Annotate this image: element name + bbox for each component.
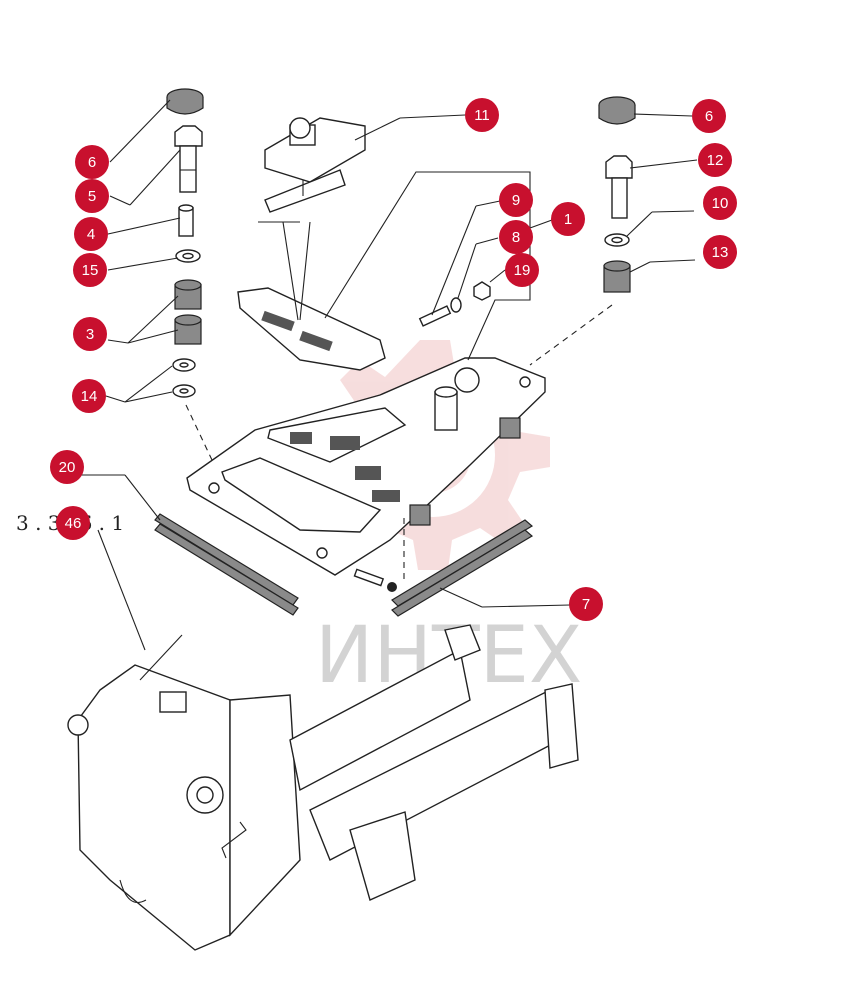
callout-label: 15 <box>82 262 99 279</box>
callout-label: 46 <box>65 515 82 532</box>
callout-15[interactable]: 15 <box>73 253 107 287</box>
callout-label: 10 <box>712 195 729 212</box>
callout-6a[interactable]: 6 <box>75 145 109 179</box>
leader-lines <box>74 99 698 651</box>
callout-label: 20 <box>59 459 76 476</box>
foot-plate <box>237 221 386 371</box>
callout-5[interactable]: 5 <box>75 179 109 213</box>
rail-right <box>353 519 534 617</box>
callout-12[interactable]: 12 <box>698 143 732 177</box>
callout-label: 8 <box>512 229 520 246</box>
callout-13[interactable]: 13 <box>703 235 737 269</box>
callout-8[interactable]: 8 <box>499 220 533 254</box>
tractor-frame <box>67 624 579 951</box>
callout-3[interactable]: 3 <box>73 317 107 351</box>
callout-1[interactable]: 1 <box>551 202 585 236</box>
callout-9[interactable]: 9 <box>499 183 533 217</box>
callout-label: 9 <box>512 192 520 209</box>
callout-label: 19 <box>514 262 531 279</box>
callout-label: 12 <box>707 152 724 169</box>
left-hardware-stack <box>166 88 213 461</box>
bolt-nut-set <box>418 281 491 327</box>
callout-label: 4 <box>87 226 95 243</box>
callout-19[interactable]: 19 <box>505 253 539 287</box>
rail-left <box>154 513 299 616</box>
callout-label: 5 <box>88 188 96 205</box>
callout-label: 14 <box>81 388 98 405</box>
callout-20[interactable]: 20 <box>50 450 84 484</box>
callout-7[interactable]: 7 <box>569 587 603 621</box>
callout-label: 6 <box>705 108 713 125</box>
callout-14[interactable]: 14 <box>72 379 106 413</box>
callout-46[interactable]: 46 <box>56 506 90 540</box>
callout-label: 6 <box>88 154 96 171</box>
callout-10[interactable]: 10 <box>703 186 737 220</box>
callout-label: 13 <box>712 244 729 261</box>
platform-plate <box>186 357 546 580</box>
clamp-assembly <box>264 117 366 213</box>
callout-11[interactable]: 11 <box>465 98 499 132</box>
callout-4[interactable]: 4 <box>74 217 108 251</box>
callout-label: 7 <box>582 596 590 613</box>
callout-label: 11 <box>474 107 490 124</box>
callout-label: 3 <box>86 326 94 343</box>
callout-6b[interactable]: 6 <box>692 99 726 133</box>
right-hardware-stack <box>529 96 636 366</box>
callout-label: 1 <box>564 211 572 228</box>
